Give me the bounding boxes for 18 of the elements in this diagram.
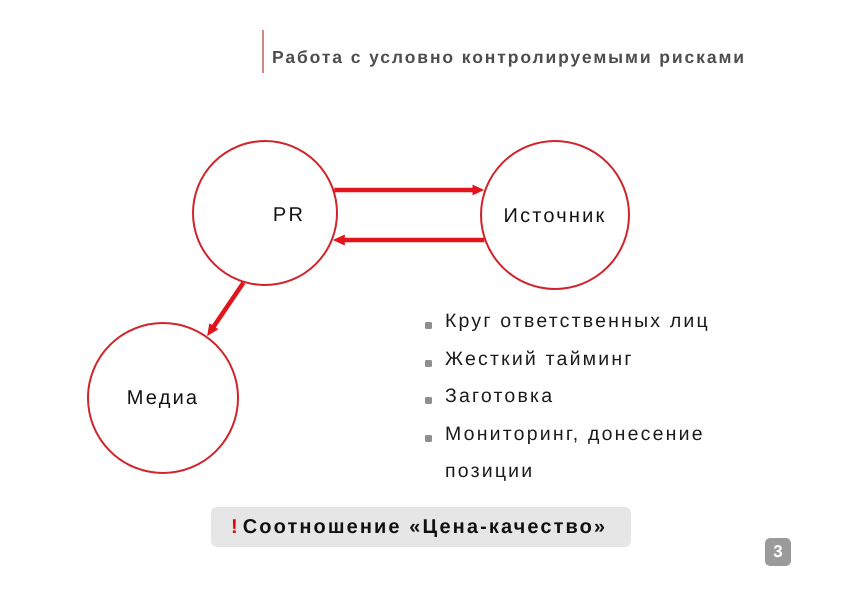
list-item-text: Жесткий тайминг xyxy=(445,346,635,372)
arrow xyxy=(205,281,246,338)
node-label: PR xyxy=(272,203,306,227)
circle-node xyxy=(87,322,239,474)
list-item-text: Заготовка xyxy=(445,384,556,409)
list-item-text: Круг ответственных лиц xyxy=(445,309,711,334)
note-box xyxy=(211,507,631,547)
list-item-text: Мониторинг, донесение позиции xyxy=(445,422,706,484)
node-label: Медиа xyxy=(126,386,200,410)
note-text: Соотношение «Цена-качество» xyxy=(242,515,608,539)
node-label: Источник xyxy=(504,204,606,228)
page-number: 3 xyxy=(765,538,791,566)
circle-node xyxy=(480,140,630,290)
arrow xyxy=(332,234,484,246)
circle-node xyxy=(192,140,338,286)
exclamation-mark: ! xyxy=(231,515,240,539)
slide-title: Работа с условно контролируемыми рисками xyxy=(272,47,746,68)
arrow xyxy=(334,184,484,196)
